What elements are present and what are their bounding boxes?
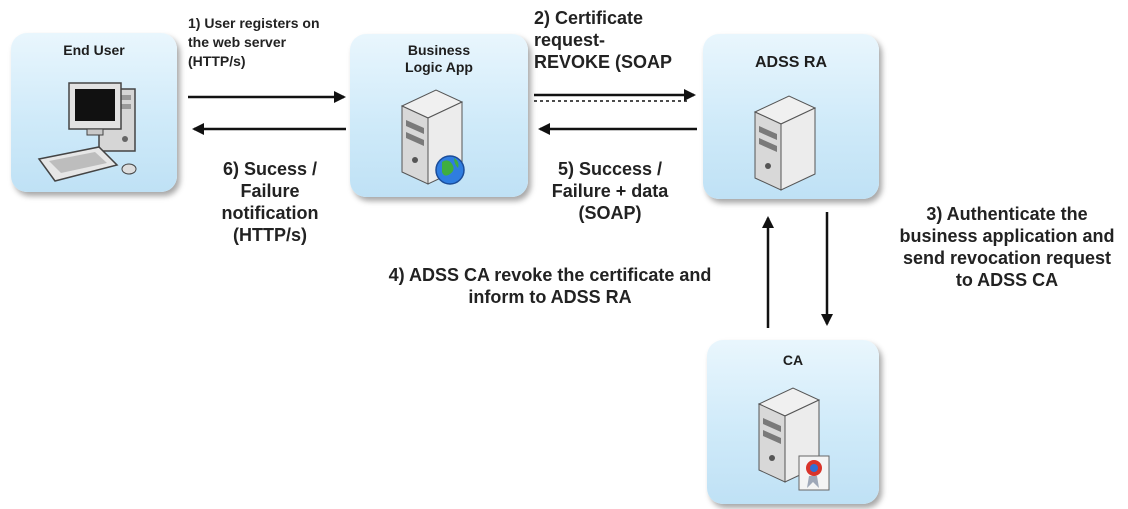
adss-ra-title: ADSS RA (754, 54, 827, 71)
ca-node: CA (707, 340, 879, 504)
step-3-label: 3) Authenticate the business application… (899, 204, 1115, 290)
step-5-label: 5) Success / Failure + data (SOAP) (551, 159, 669, 223)
business-logic-app-node: Business Logic App (350, 34, 528, 197)
computer-icon (37, 82, 137, 182)
step-1-label: 1) User registers on the web server (HTT… (188, 15, 320, 69)
server-certificate-icon (757, 387, 830, 491)
step-4-label: 4) ADSS CA revoke the certificate and in… (388, 265, 712, 307)
server-icon (753, 95, 817, 191)
step-2-label: 2) Certificate request- REVOKE (SOAP (534, 8, 673, 72)
server-globe-icon (400, 89, 465, 185)
step-6-label: 6) Sucess / Failure notification (HTTP/s… (221, 159, 319, 245)
adss-ra-node: ADSS RA (703, 34, 879, 199)
business-logic-app-title: Business Logic App (405, 42, 473, 75)
end-user-node: End User (11, 33, 177, 192)
ca-title: CA (782, 352, 804, 368)
end-user-title: End User (63, 42, 125, 58)
